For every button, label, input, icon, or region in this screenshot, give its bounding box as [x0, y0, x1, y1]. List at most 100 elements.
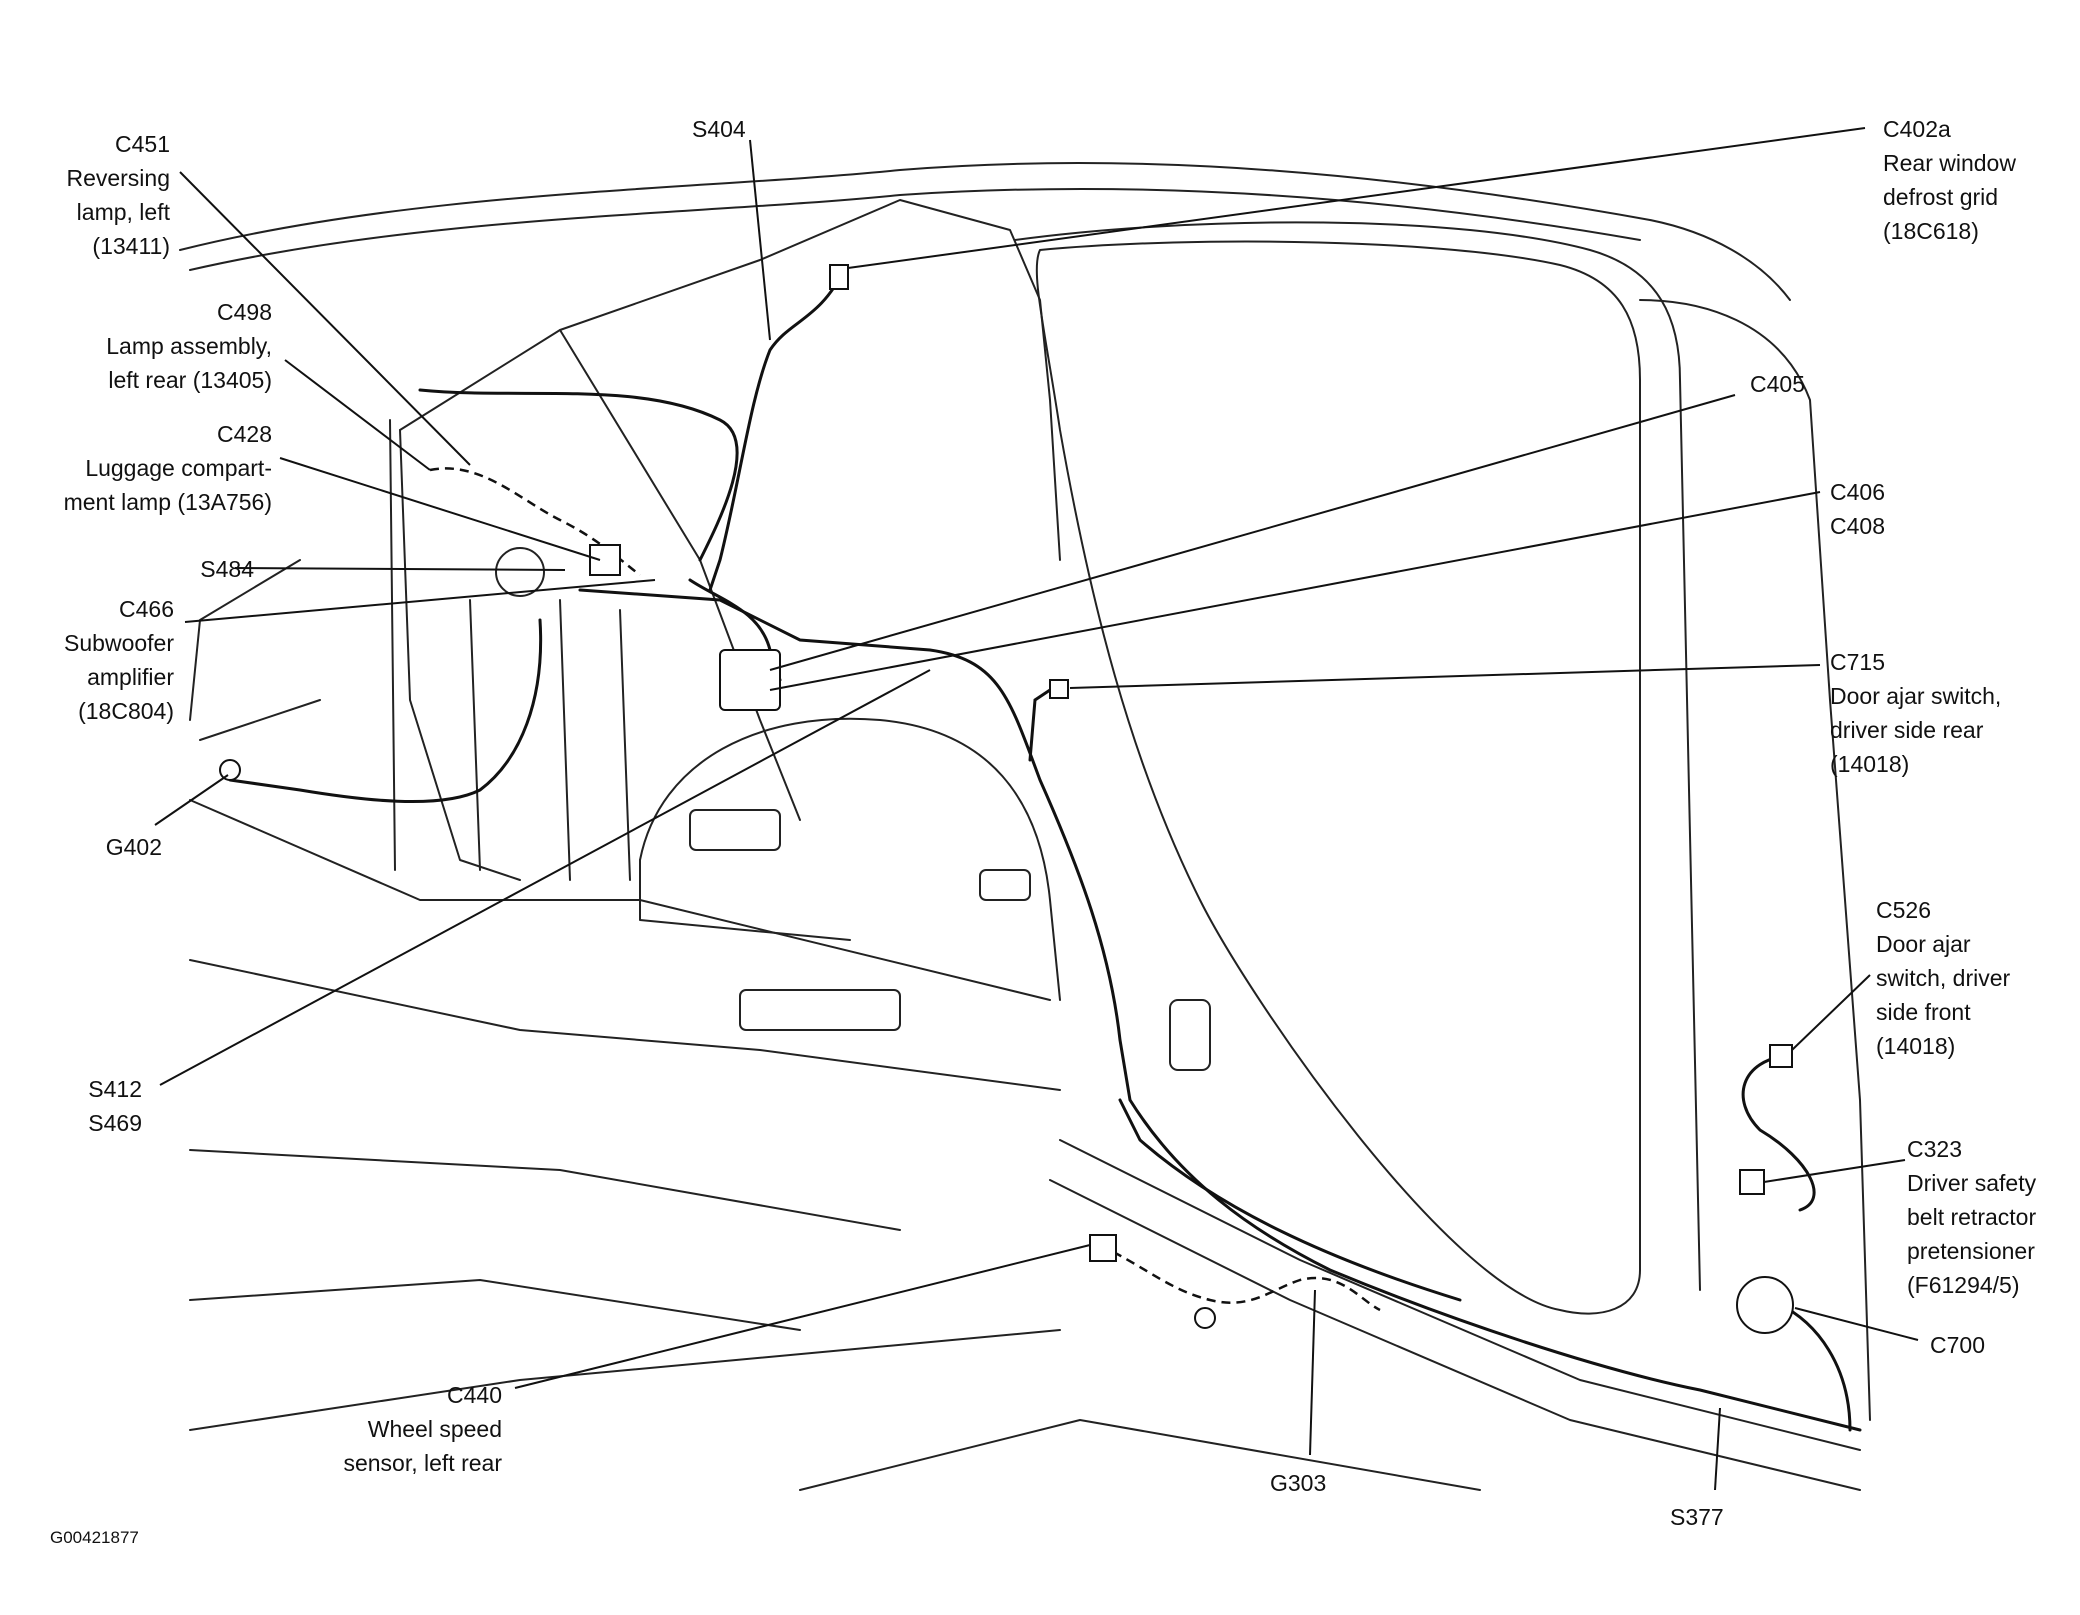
callout-c428-line: ment lamp (13A756) — [63, 489, 272, 515]
callout-c526-line: C526 — [1876, 897, 1931, 923]
callout-c406-line: C408 — [1830, 513, 1885, 539]
callout-c405: C405 — [1750, 367, 1805, 401]
callout-c451-line: C451 — [115, 131, 170, 157]
leader-c428 — [279, 457, 601, 561]
callout-c715-line: C715 — [1830, 649, 1885, 675]
callout-c451-line: (13411) — [92, 233, 170, 259]
connector-c715 — [1049, 679, 1069, 699]
floor-rail-1 — [189, 959, 1061, 1091]
callout-c498-line: Lamp assembly, — [106, 333, 272, 359]
callout-c402a-line: defrost grid — [1883, 184, 1999, 210]
callout-c440-line: C440 — [447, 1382, 502, 1408]
floor-rail-4 — [189, 1329, 1061, 1431]
callout-g402-line: G402 — [105, 834, 162, 860]
callout-c466-line: amplifier — [87, 664, 174, 690]
callout-s377: S377 — [1670, 1500, 1724, 1534]
leader-c715 — [1069, 664, 1821, 689]
callout-c406-c408: C406 C408 — [1830, 475, 1885, 543]
leader-s484 — [234, 567, 566, 571]
harness-dashed-wheel-speed — [1099, 1243, 1381, 1312]
figure-id: G00421877 — [50, 1528, 139, 1547]
callout-c323-line: (F61294/5) — [1907, 1272, 2020, 1298]
floor-front-edge — [799, 1419, 1481, 1491]
callout-c440-line: sensor, left rear — [343, 1450, 502, 1476]
callout-c715: C715 Door ajar switch, driver side rear … — [1830, 645, 2001, 781]
callout-g303-line: G303 — [1270, 1470, 1327, 1496]
callout-c466-line: C466 — [119, 596, 174, 622]
connector-c323 — [1739, 1169, 1765, 1195]
leader-s377 — [1714, 1407, 1721, 1491]
connector-c440 — [1089, 1234, 1117, 1262]
leader-s412 — [159, 669, 931, 1086]
callout-c428-line: Luggage compart- — [85, 455, 272, 481]
callout-c323-line: C323 — [1907, 1136, 1962, 1162]
pillar-cutout — [1169, 999, 1211, 1071]
callout-c700-line: C700 — [1930, 1332, 1985, 1358]
harness-g402 — [228, 618, 543, 804]
leader-c498 — [284, 359, 431, 471]
callout-s404: S404 — [692, 112, 746, 146]
callout-c526: C526 Door ajar switch, driver side front… — [1876, 893, 2010, 1063]
callout-c466-line: (18C804) — [78, 698, 174, 724]
quarter-inner — [559, 329, 801, 821]
callout-c526-line: side front — [1876, 999, 1971, 1025]
callout-c526-line: switch, driver — [1876, 965, 2011, 991]
callout-c700: C700 — [1930, 1328, 1985, 1362]
callout-c466-line: Subwoofer — [64, 630, 174, 656]
bulkhead — [389, 419, 631, 881]
leader-g402 — [154, 774, 229, 826]
callout-c428-line: C428 — [217, 421, 272, 447]
harness-c526 — [1741, 1053, 1816, 1212]
leader-c402a — [847, 127, 1866, 269]
leader-c406 — [769, 491, 1821, 691]
callout-c406-line: C406 — [1830, 479, 1885, 505]
callout-c323-line: Driver safety — [1907, 1170, 2037, 1196]
ground-g303 — [1194, 1307, 1216, 1329]
connector-c428 — [589, 544, 621, 576]
floor-cutout-2 — [739, 989, 901, 1031]
leader-c700 — [1794, 1307, 1919, 1341]
callout-s412-s469: S412 S469 — [88, 1072, 142, 1140]
callout-c451-line: Reversing — [66, 165, 170, 191]
connector-c402a — [829, 264, 849, 290]
callout-s377-line: S377 — [1670, 1504, 1724, 1530]
callout-c402a: C402a Rear window defrost grid (18C618) — [1883, 112, 2016, 248]
callout-c402a-line: C402a — [1883, 116, 1951, 142]
callout-c323-line: pretensioner — [1907, 1238, 2035, 1264]
callout-s412-line: S469 — [88, 1110, 142, 1136]
harness-c402a — [708, 266, 847, 592]
leader-c466 — [184, 579, 656, 623]
callout-c526-line: Door ajar — [1876, 931, 1971, 957]
floor-rail-2 — [189, 1149, 901, 1231]
connector-c526 — [1769, 1044, 1793, 1068]
harness-main — [578, 588, 1862, 1432]
harness-c405 — [688, 578, 782, 682]
rocker-sill-lower — [1049, 1179, 1861, 1491]
leader-c323 — [1763, 1159, 1906, 1183]
leader-c451 — [179, 171, 471, 466]
callout-c402a-line: (18C618) — [1883, 218, 1979, 244]
b-pillar — [1639, 299, 1871, 1421]
callout-c323-line: belt retractor — [1907, 1204, 2037, 1230]
callout-c715-line: driver side rear — [1830, 717, 1984, 743]
callout-s412-line: S412 — [88, 1076, 142, 1102]
harness-upper-left — [418, 388, 739, 562]
callout-c715-line: (14018) — [1830, 751, 1910, 777]
leader-s404 — [749, 139, 771, 341]
harness-c715 — [1028, 688, 1052, 762]
callout-c428: C428 Luggage compart- ment lamp (13A756) — [64, 417, 272, 519]
harness-lower — [1118, 1098, 1462, 1302]
door-opening — [1035, 240, 1641, 1315]
callout-c440: C440 Wheel speed sensor, left rear — [343, 1378, 502, 1480]
door-opening-flange — [1014, 221, 1701, 1291]
callout-s484: S484 — [200, 552, 254, 586]
callout-c405-line: C405 — [1750, 371, 1805, 397]
callout-g402: G402 — [106, 830, 162, 864]
floor-pan — [189, 799, 1051, 1001]
callout-c402a-line: Rear window — [1883, 150, 2016, 176]
ground-g402 — [219, 759, 241, 781]
floor-rail-3 — [189, 1279, 801, 1331]
rear-pillar — [399, 199, 1061, 561]
